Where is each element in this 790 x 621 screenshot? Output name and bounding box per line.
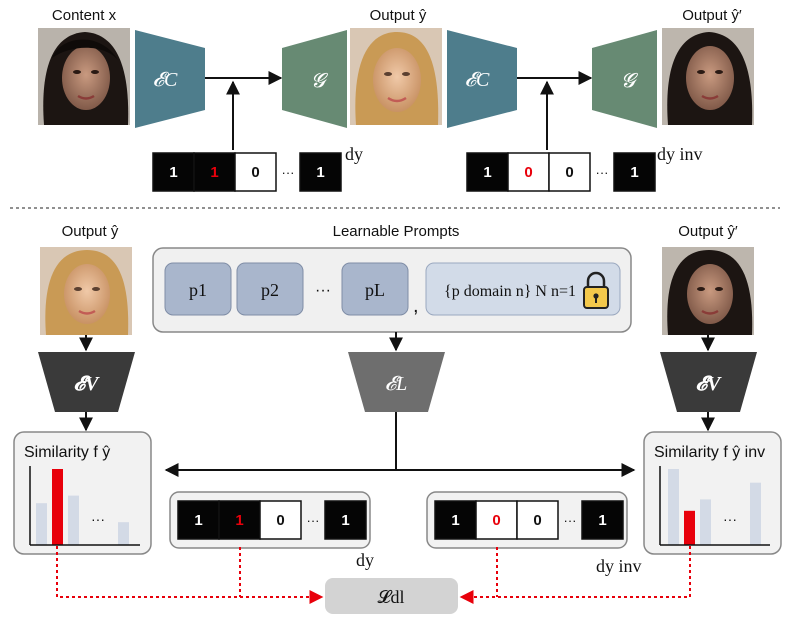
content-encoder-2-label: 𝓔C <box>465 69 490 91</box>
code-dy-top-cell <box>152 152 195 192</box>
code-dy-bottom-bit: 1 <box>194 512 202 529</box>
code-dy-label-bottom: dy <box>356 550 374 570</box>
code-dy-top-bit: 1 <box>210 164 218 181</box>
domain-prompt-label: {p domain n} N n=1 <box>444 283 576 300</box>
similarity-right-bar <box>668 469 679 545</box>
similarity-right-label: Similarity f ŷ inv <box>654 444 765 461</box>
prompt-p2 <box>236 262 304 316</box>
output-prime-face-image-top <box>662 28 754 125</box>
lock-icon <box>583 271 609 309</box>
similarity-left-label: Similarity f ŷ <box>24 444 110 461</box>
code-dinv-bottom-bit: 0 <box>492 512 500 529</box>
code-dinv-label-bottom: dy inv <box>596 556 642 576</box>
prompt-pl-label: pL <box>365 280 385 300</box>
content-encoder-1-label: 𝓔C <box>153 69 178 91</box>
code-dy-top-cell <box>299 152 342 192</box>
code-dy-top-cell <box>193 152 236 192</box>
visual-encoder-right <box>660 352 757 412</box>
prompt-p1 <box>164 262 232 316</box>
loss-box <box>325 578 458 614</box>
code-dinv-top-cell <box>507 152 550 192</box>
code-dy-top-ellipsis: ··· <box>282 165 295 180</box>
similarity-bars-left <box>36 469 129 545</box>
code-dy-bottom-cell <box>259 500 302 540</box>
output-label-top: Output ŷ <box>370 7 427 24</box>
content-encoder-1 <box>135 30 205 128</box>
code-dinv-top-bit: 1 <box>630 164 638 181</box>
output-face-image-top <box>350 28 442 125</box>
generator-1 <box>282 30 347 128</box>
loss-link-sim-right <box>459 546 691 604</box>
code-dinv-bottom: 1 0 0 1 ··· <box>434 500 624 540</box>
language-encoder-label: 𝓔L <box>385 373 408 395</box>
code-dy-bottom-cell <box>218 500 261 540</box>
prompt-p1-label: p1 <box>189 280 207 300</box>
code-dy-top-bit: 1 <box>169 164 177 181</box>
code-dy-top-bit: 1 <box>316 164 324 181</box>
visual-encoder-right-label: 𝓔V <box>696 373 722 395</box>
code-dy-top-cell <box>234 152 277 192</box>
code-dinv-top-bit: 0 <box>565 164 573 181</box>
code-dinv-bottom-cell <box>581 500 624 540</box>
code-dy-bottom-cell <box>324 500 367 540</box>
loss-connections <box>56 546 691 604</box>
code-dinv-top-bit: 0 <box>524 164 532 181</box>
code-dy-bottom-cell <box>177 500 220 540</box>
code-dinv-label-top: dy inv <box>657 144 703 164</box>
code-dinv-bottom-cell <box>516 500 559 540</box>
code-dinv-top-cell <box>466 152 509 192</box>
generator-1-label: 𝓖 <box>311 70 329 92</box>
output-prime-label-bottom: Output ŷ′ <box>678 223 738 240</box>
output-prime-label-top: Output ŷ′ <box>682 7 742 24</box>
prompt-ellipsis: ··· <box>315 282 331 299</box>
generator-2 <box>592 30 657 128</box>
prompt-comma: , <box>413 295 419 317</box>
prompt-pl <box>341 262 409 316</box>
loss-link-sim-left <box>56 546 324 604</box>
visual-encoder-left <box>38 352 135 412</box>
code-dinv-top-cell <box>613 152 656 192</box>
similarity-left-bar <box>52 469 63 545</box>
code-dinv-top-bit: 1 <box>483 164 491 181</box>
code-dy-label-top: dy <box>345 144 363 164</box>
content-encoder-2 <box>447 30 517 128</box>
code-dinv-bottom-bit: 1 <box>598 512 606 529</box>
generator-2-label: 𝓖 <box>621 70 639 92</box>
similarity-box-left <box>13 431 152 555</box>
prompt-p2-label: p2 <box>261 280 279 300</box>
content-face-image <box>38 28 130 125</box>
code-dinv-top-cell <box>548 152 591 192</box>
similarity-left-bar <box>68 495 79 545</box>
output-face-image-bottom <box>40 247 132 335</box>
code-dy-bottom-ellipsis: ··· <box>307 513 320 528</box>
similarity-right-bar <box>700 499 711 545</box>
code-dy-bottom-bit: 0 <box>276 512 284 529</box>
domain-prompt-box <box>425 262 621 316</box>
code-dinv-bottom-ellipsis: ··· <box>564 513 577 528</box>
bars-right-ellipsis: ··· <box>723 511 737 527</box>
language-encoder <box>348 352 445 412</box>
code-dy-top-bit: 0 <box>251 164 259 181</box>
code-dy-top: 1 1 0 1 ··· <box>152 152 342 192</box>
code-dy-bottom-bit: 1 <box>341 512 349 529</box>
similarity-right-bar <box>750 482 761 545</box>
code-dy-bottom-bit: 1 <box>235 512 243 529</box>
loss-label: 𝓛dl <box>377 587 404 607</box>
code-dinv-bottom-bit: 0 <box>533 512 541 529</box>
visual-encoder-left-label: 𝓔V <box>74 373 100 395</box>
code-dinv-top: 1 0 0 1 ··· <box>466 152 656 192</box>
similarity-left-bar <box>118 522 129 545</box>
output-label-bottom: Output ŷ <box>62 223 119 240</box>
code-dinv-bottom-bit: 1 <box>451 512 459 529</box>
similarity-right-bar <box>684 510 695 545</box>
output-prime-face-image-bottom <box>662 247 754 335</box>
code-dinv-top-ellipsis: ··· <box>596 165 609 180</box>
code-dy-bottom: 1 1 0 1 ··· <box>177 500 367 540</box>
bars-left-ellipsis: ··· <box>91 511 105 527</box>
similarity-left-bar <box>36 503 47 545</box>
content-label: Content x <box>52 7 117 24</box>
similarity-bars-right <box>668 469 761 545</box>
prompts-title: Learnable Prompts <box>333 223 460 240</box>
